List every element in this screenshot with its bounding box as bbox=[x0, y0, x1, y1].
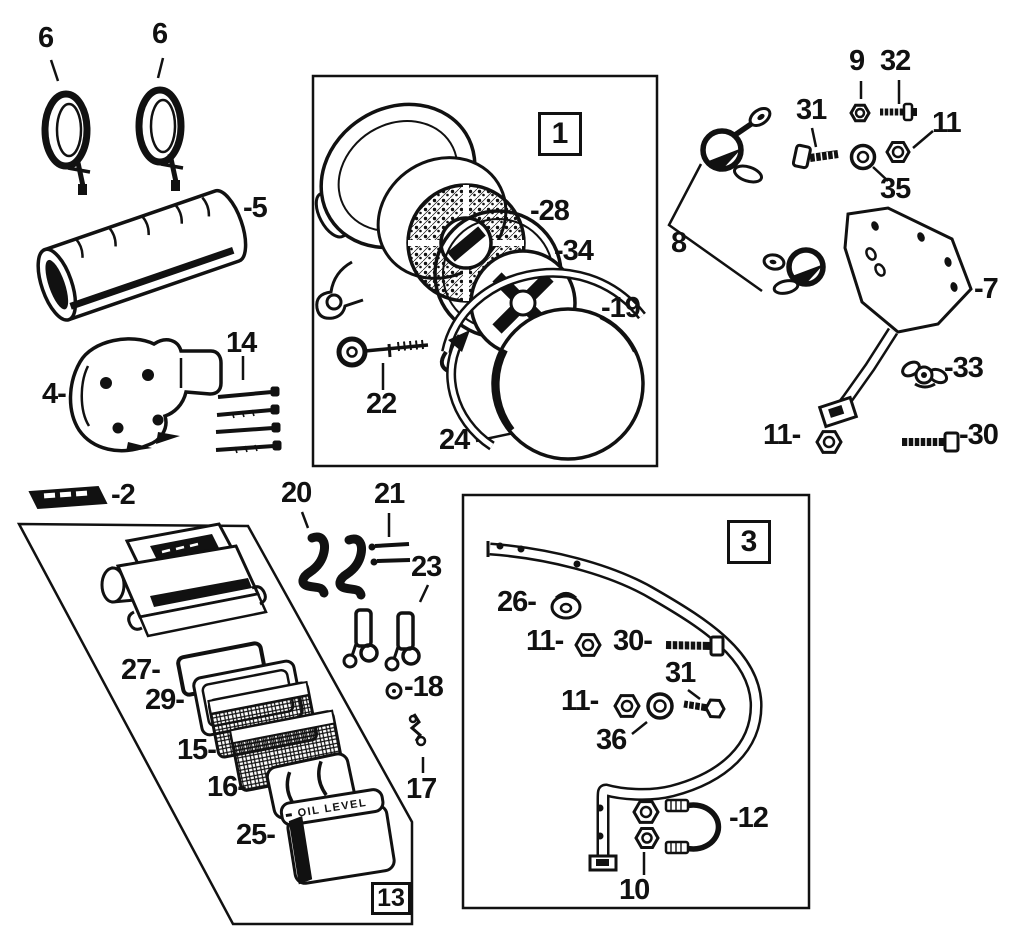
part-cotter-pin bbox=[408, 713, 427, 747]
part-support-bracket-a bbox=[298, 532, 329, 598]
callout-wing-bolt: 22 bbox=[366, 388, 397, 420]
callout-intake-elbow: 4- bbox=[42, 378, 67, 410]
callout-flat-washer: 36 bbox=[596, 724, 627, 756]
callout-nut-b: 11- bbox=[561, 685, 599, 717]
part-hose bbox=[36, 188, 248, 322]
part-support-bracket-b bbox=[335, 534, 366, 600]
part-intake-elbow bbox=[68, 337, 223, 453]
part-bolt-32 bbox=[880, 102, 917, 122]
callout-retainer-clip: 26- bbox=[497, 586, 537, 618]
part-wing-bolt bbox=[336, 336, 429, 368]
part-nut-11-b bbox=[613, 694, 641, 718]
callout-support-brackets: 20 bbox=[281, 477, 312, 509]
group-box-1-outline bbox=[311, 74, 659, 468]
part-support-strap bbox=[486, 541, 763, 872]
callout-cover-gasket: 27- bbox=[121, 654, 161, 686]
part-nuts-10 bbox=[632, 800, 660, 849]
callout-gasket-plate: -2 bbox=[111, 479, 136, 511]
part-bolt-31-top bbox=[791, 143, 839, 170]
part-hose-clamp-left bbox=[41, 90, 91, 195]
part-bolt-31-b bbox=[683, 698, 726, 719]
part-nut-9 bbox=[849, 103, 871, 123]
part-hose-clamp-right bbox=[135, 86, 185, 191]
part-flat-washer-36 bbox=[646, 692, 674, 720]
part-mounting-plate bbox=[817, 206, 973, 429]
callout-retainer-ring: -34 bbox=[554, 235, 594, 267]
part-cleaner-body bbox=[100, 522, 268, 638]
callout-clamp-band: -19 bbox=[601, 292, 641, 324]
callout-screw-set: 14 bbox=[226, 327, 257, 359]
callout-link-rods: 21 bbox=[374, 478, 405, 510]
callout-bolt-hex-top: 31 bbox=[796, 94, 827, 126]
callout-nut-right-top: 11 bbox=[932, 107, 962, 139]
callout-mounting-plate: -7 bbox=[974, 273, 999, 305]
part-nut-11-top bbox=[885, 141, 911, 163]
part-wing-nut bbox=[901, 360, 949, 389]
group-box-3-outline bbox=[461, 493, 811, 910]
callout-baffle: 16- bbox=[207, 771, 247, 803]
part-gasket-plate bbox=[28, 485, 108, 510]
part-grommet bbox=[385, 682, 403, 700]
callout-nut-a: 11- bbox=[526, 625, 564, 657]
part-bolt-30-a bbox=[665, 635, 725, 657]
part-bolt-30-right bbox=[902, 431, 960, 453]
callout-bolt-a: 30- bbox=[613, 625, 653, 657]
part-lock-washer-35 bbox=[849, 143, 877, 171]
part-u-bolt bbox=[664, 798, 722, 855]
part-cable-clip-upper bbox=[700, 106, 772, 184]
part-oil-cup bbox=[491, 307, 645, 461]
callout-nut-top: 9 bbox=[849, 45, 865, 77]
callout-grommet: -18 bbox=[404, 671, 444, 703]
callout-cotter-pin: 17 bbox=[406, 773, 437, 805]
callout-cable-clips: 8 bbox=[671, 227, 687, 259]
callout-u-bolt: -12 bbox=[729, 802, 769, 834]
callout-filter-screen: -28 bbox=[530, 195, 570, 227]
callout-filter-element: 15- bbox=[177, 734, 217, 766]
callout-oil-bowl: 25- bbox=[236, 819, 276, 851]
callout-wing-nut: -33 bbox=[944, 352, 984, 384]
group-number-1: 1 bbox=[538, 112, 582, 156]
part-nut-11-a bbox=[574, 633, 602, 657]
part-screw-set bbox=[215, 386, 282, 454]
callout-nuts-pair: 10 bbox=[619, 874, 650, 906]
callout-lock-washer: 35 bbox=[880, 173, 911, 205]
part-wire-clip-a bbox=[342, 608, 379, 669]
part-wire-clip-b bbox=[384, 611, 421, 672]
callout-bolt-long: -30 bbox=[959, 419, 999, 451]
part-nut-11-right bbox=[815, 430, 843, 454]
callout-bolt-short: 32 bbox=[880, 45, 911, 77]
part-oil-bowl: OIL LEVEL bbox=[279, 788, 396, 885]
part-retainer-clip-26 bbox=[550, 592, 582, 620]
callout-wire-clips: 23 bbox=[411, 551, 442, 583]
group-number-13: 13 bbox=[371, 882, 411, 915]
leader-lines bbox=[49, 57, 934, 875]
group-number-3: 3 bbox=[727, 520, 771, 564]
part-cable-clip-lower bbox=[762, 247, 826, 295]
part-air-cleaner-assembly bbox=[314, 102, 646, 461]
callout-clamp-right: 6 bbox=[152, 18, 168, 50]
callout-oil-cup: 24 bbox=[439, 424, 470, 456]
callout-bolt-b: 31 bbox=[665, 657, 696, 689]
callout-clamp-left: 6 bbox=[38, 22, 54, 54]
callout-hose: -5 bbox=[243, 192, 268, 224]
callout-nut-plate-row: 11- bbox=[763, 419, 801, 451]
part-clamp-band bbox=[439, 267, 646, 451]
part-link-rods bbox=[368, 542, 411, 566]
callout-element-frame: 29- bbox=[145, 684, 185, 716]
